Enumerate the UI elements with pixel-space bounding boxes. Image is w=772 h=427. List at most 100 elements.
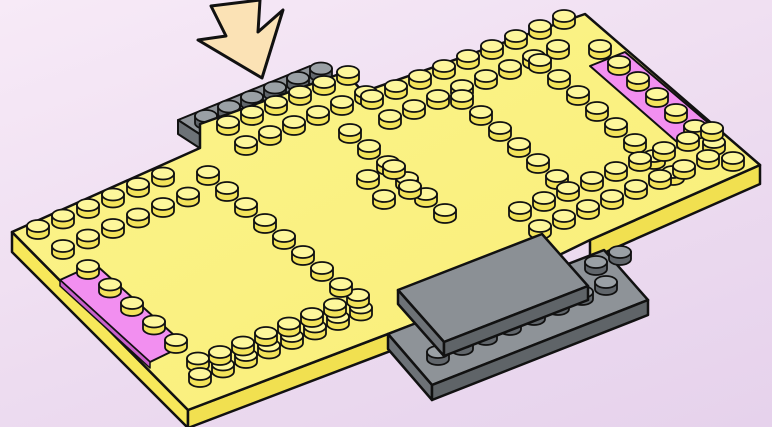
stud <box>152 198 174 217</box>
stud <box>677 132 699 151</box>
stud <box>646 88 668 107</box>
stud <box>216 182 238 201</box>
stud <box>722 152 744 171</box>
stud <box>433 60 455 79</box>
stud <box>165 334 187 353</box>
stud <box>529 54 551 73</box>
stud <box>553 210 575 229</box>
stud <box>673 160 695 179</box>
stud <box>567 86 589 105</box>
stud <box>379 110 401 129</box>
stud <box>301 308 323 327</box>
stud <box>331 96 353 115</box>
stud <box>127 209 149 228</box>
stud <box>197 166 219 185</box>
stud <box>627 72 649 91</box>
stud <box>255 327 277 346</box>
stud <box>337 66 359 85</box>
stud <box>289 86 311 105</box>
stud <box>127 178 149 197</box>
stud <box>509 202 531 221</box>
stud <box>265 96 287 115</box>
stud <box>339 124 361 143</box>
stud <box>311 262 333 281</box>
stud <box>533 192 555 211</box>
stud <box>399 180 421 199</box>
stud <box>307 106 329 125</box>
stud <box>625 180 647 199</box>
stud <box>143 316 165 335</box>
stud <box>581 172 603 191</box>
stud <box>385 80 407 99</box>
stud <box>505 30 527 49</box>
stud <box>99 279 121 298</box>
stud <box>697 150 719 169</box>
stud <box>653 142 675 161</box>
stud <box>373 190 395 209</box>
stud <box>324 299 346 318</box>
stud <box>475 70 497 89</box>
stud <box>77 199 99 218</box>
stud <box>585 256 607 275</box>
stud <box>357 170 379 189</box>
stud <box>605 118 627 137</box>
stud <box>232 337 254 356</box>
stud <box>52 210 74 229</box>
stud <box>209 346 231 365</box>
stud <box>235 136 257 155</box>
stud <box>629 152 651 171</box>
stud <box>547 40 569 59</box>
stud <box>557 182 579 201</box>
stud <box>383 160 405 179</box>
stud <box>77 230 99 249</box>
stud <box>548 70 570 89</box>
stud <box>152 168 174 187</box>
stud <box>701 122 723 141</box>
stud <box>102 189 124 208</box>
stud <box>508 138 530 157</box>
stud <box>457 50 479 69</box>
stud <box>427 90 449 109</box>
stud <box>27 220 49 239</box>
stud <box>609 246 631 265</box>
arrow-down-right-icon <box>198 0 283 78</box>
stud <box>330 278 352 297</box>
stud <box>589 40 611 59</box>
stud <box>259 126 281 145</box>
stud <box>665 104 687 123</box>
stud <box>608 56 630 75</box>
stud <box>527 154 549 173</box>
stud <box>605 162 627 181</box>
stud <box>189 368 211 387</box>
stud <box>283 116 305 135</box>
stud <box>77 260 99 279</box>
stud <box>241 106 263 125</box>
stud <box>235 198 257 217</box>
stud <box>489 122 511 141</box>
stud <box>481 40 503 59</box>
stud <box>434 204 456 223</box>
stud <box>254 214 276 233</box>
stud <box>273 230 295 249</box>
stud <box>451 90 473 109</box>
stud <box>292 246 314 265</box>
stud <box>361 90 383 109</box>
stud <box>586 102 608 121</box>
stud <box>529 20 551 39</box>
stud <box>409 70 431 89</box>
stud <box>553 10 575 29</box>
stud <box>358 140 380 159</box>
stud <box>278 318 300 337</box>
stud <box>102 219 124 238</box>
stud <box>403 100 425 119</box>
stud <box>624 134 646 153</box>
stud <box>121 297 143 316</box>
stud <box>177 188 199 207</box>
stud <box>217 116 239 135</box>
stud <box>499 60 521 79</box>
stud <box>470 106 492 125</box>
yellow-base-plate <box>12 10 760 427</box>
stud <box>577 200 599 219</box>
